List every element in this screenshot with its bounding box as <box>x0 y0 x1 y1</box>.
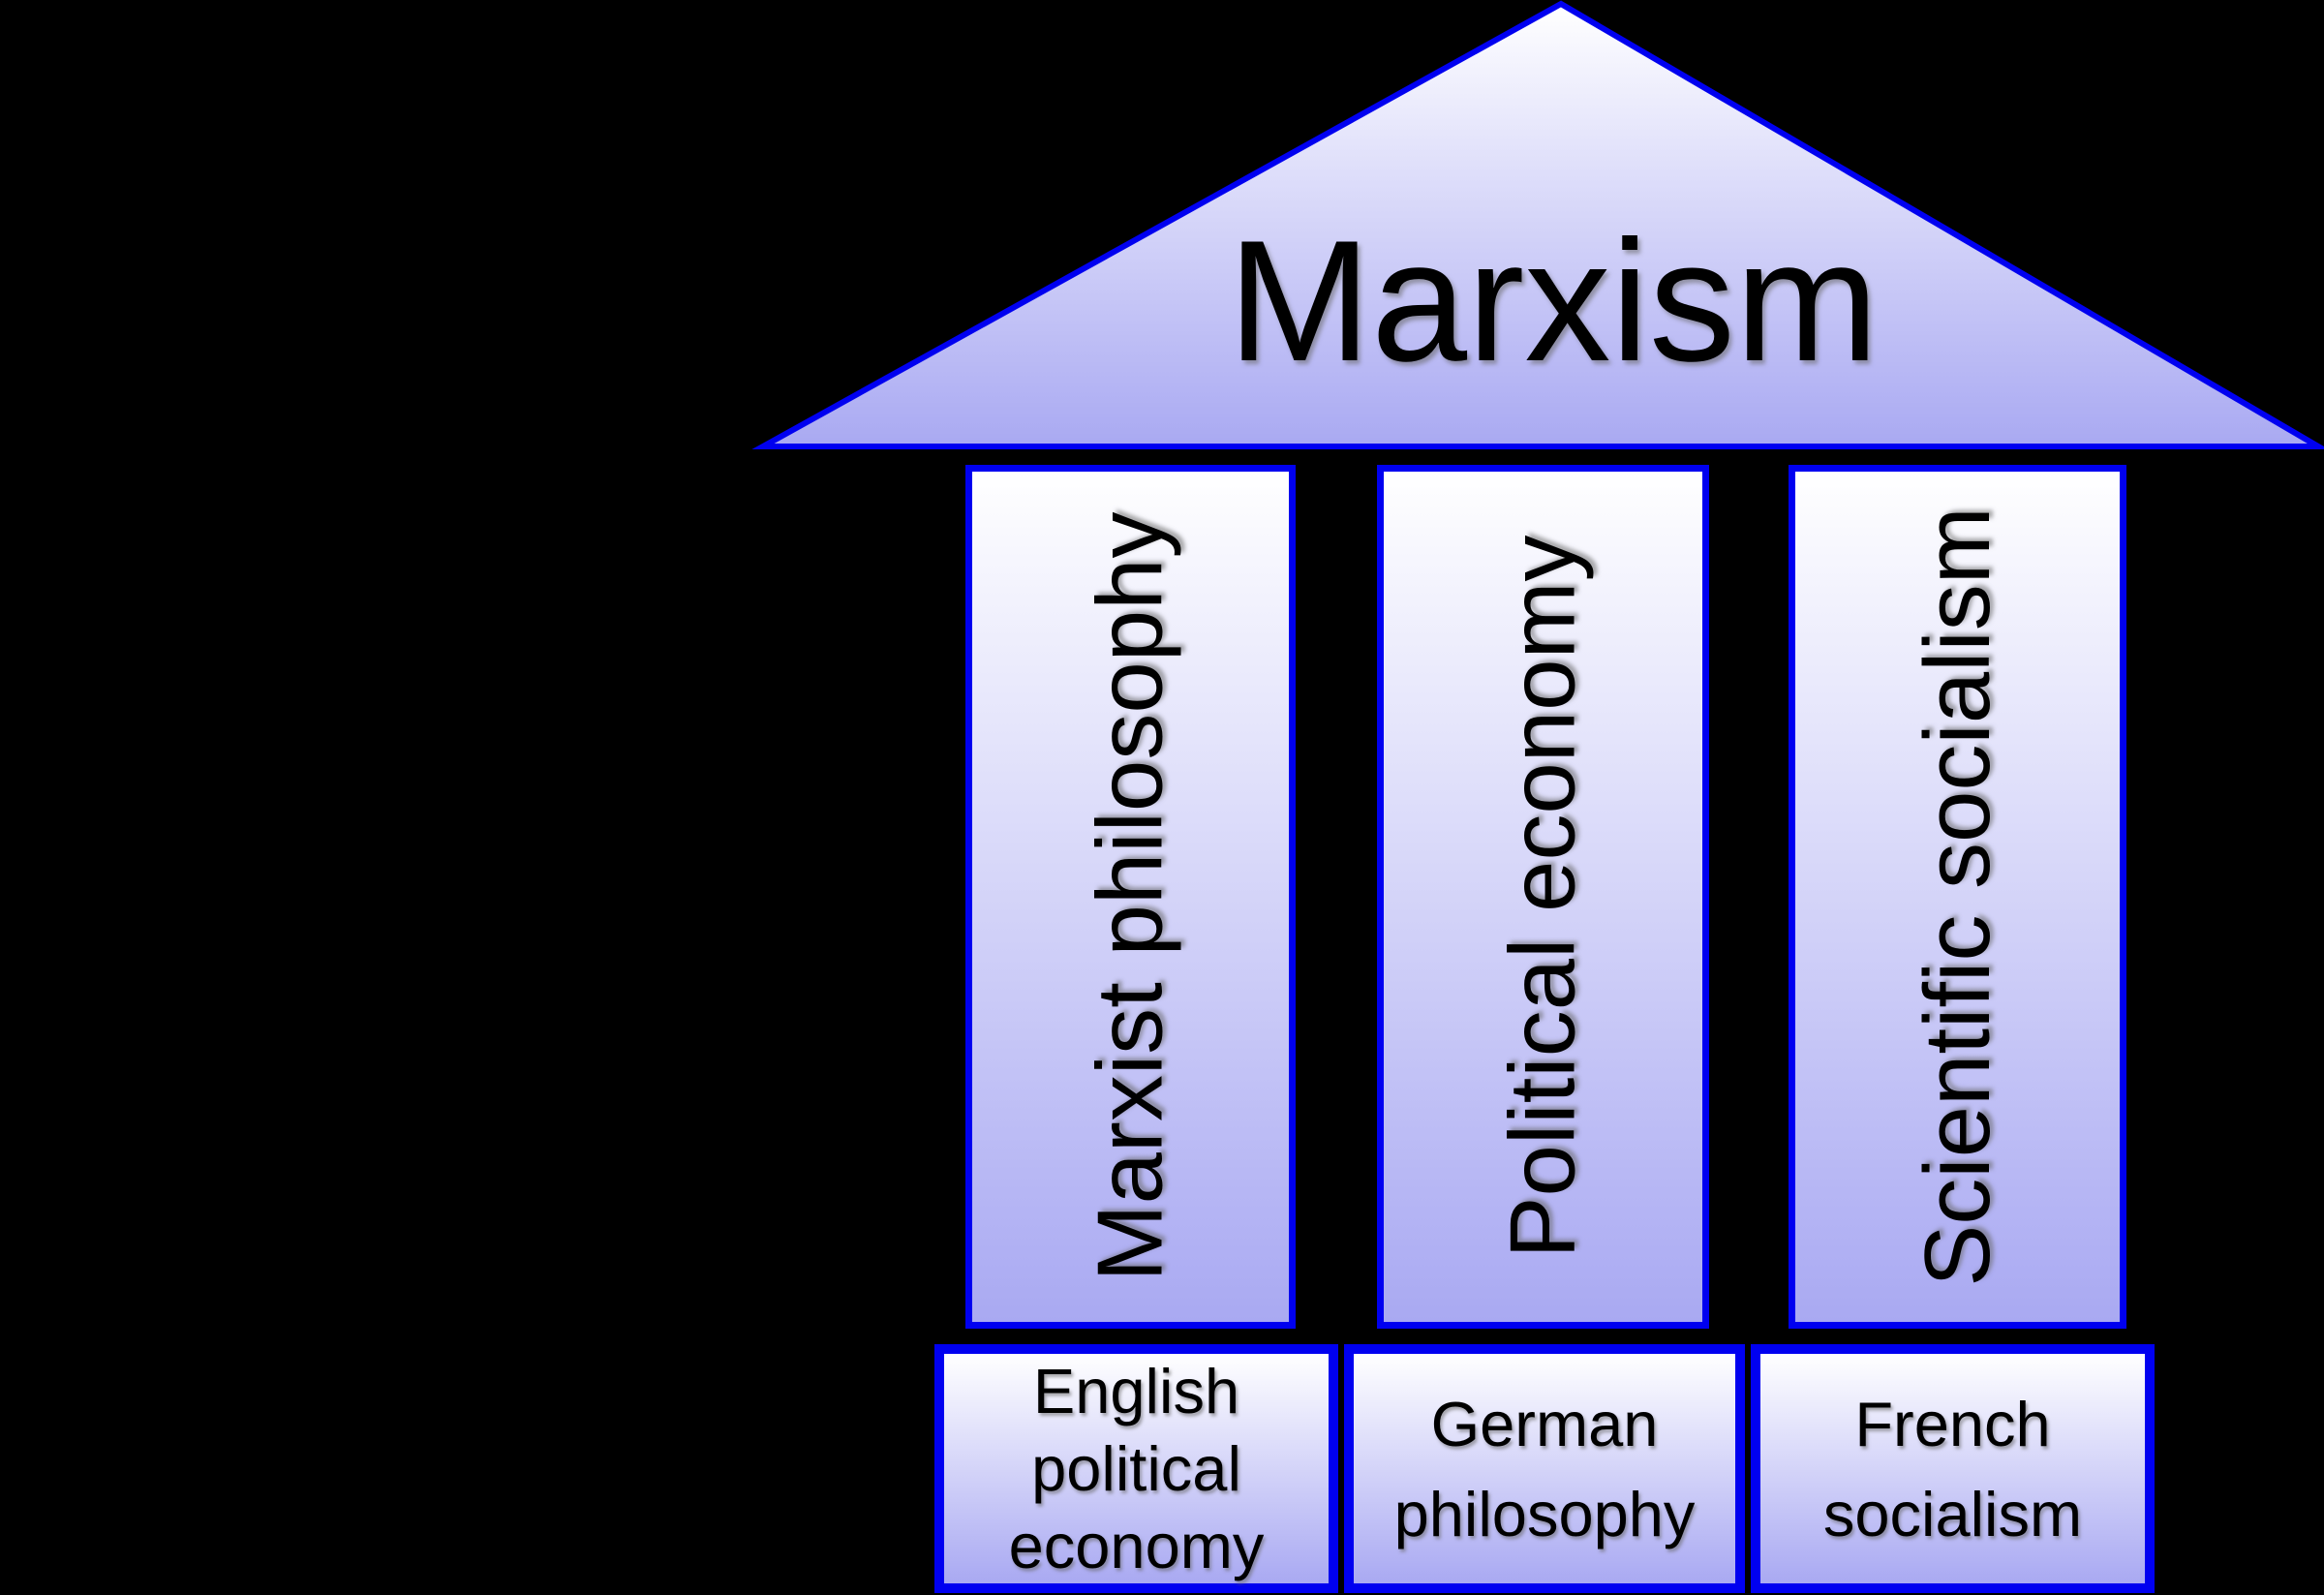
pillar-marxist-philosophy: Marxist philosophy <box>965 465 1296 1329</box>
base-label-line: English <box>1032 1355 1240 1426</box>
pillar-label-political-economy: Political economy <box>1490 535 1595 1259</box>
base-box-english-political-economy: English political economy <box>934 1344 1338 1593</box>
base-label-line: economy <box>1008 1510 1265 1581</box>
base-label-line: socialism <box>1822 1478 2083 1549</box>
roof-label: Marxism <box>1227 204 1880 397</box>
base-label-line: German <box>1430 1388 1659 1459</box>
pillar-political-economy: Political economy <box>1377 465 1709 1329</box>
pillar-scientific-socialism: Scientific socialism <box>1789 465 2126 1329</box>
base-label-line: philosophy <box>1393 1478 1696 1549</box>
base-box-german-philosophy: German philosophy <box>1344 1344 1745 1593</box>
roof-triangle-shape <box>751 0 2324 449</box>
roof-triangle <box>751 0 2324 449</box>
pillar-label-marxist-philosophy: Marxist philosophy <box>1078 511 1182 1282</box>
pillar-label-scientific-socialism: Scientific socialism <box>1905 506 2009 1287</box>
base-label-line: French <box>1854 1388 2051 1459</box>
base-label-line: political <box>1031 1432 1241 1504</box>
base-box-french-socialism: French socialism <box>1751 1344 2155 1593</box>
